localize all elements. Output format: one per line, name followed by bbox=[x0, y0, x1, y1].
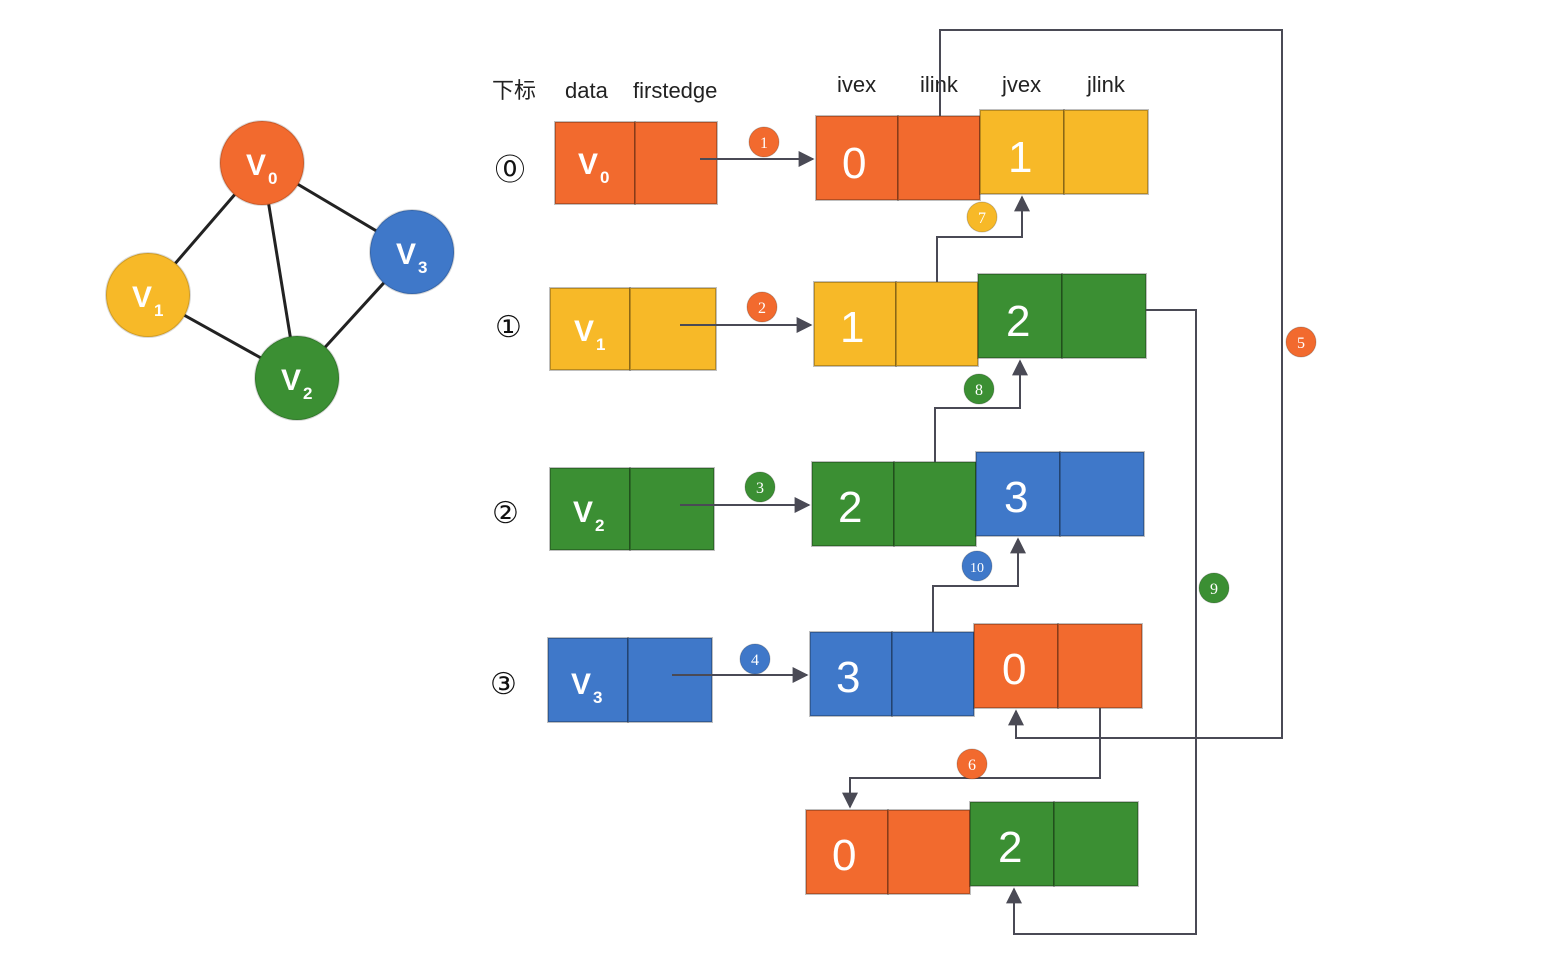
step-badge-2: 2 bbox=[746, 291, 778, 323]
edge-node-4: 0 2 bbox=[805, 801, 1139, 895]
link-arrow-5 bbox=[939, 29, 1283, 739]
jvex-value: 3 bbox=[1004, 473, 1028, 522]
link-arrow-8 bbox=[934, 359, 1028, 462]
svg-text:3: 3 bbox=[593, 688, 602, 707]
step-badge-8: 8 bbox=[963, 373, 995, 405]
header-data: data bbox=[565, 78, 609, 103]
graph-vertex-v3: V 3 bbox=[369, 209, 455, 295]
ivex-value: 3 bbox=[836, 653, 860, 702]
svg-text:7: 7 bbox=[978, 210, 986, 227]
header-ivex: ivex bbox=[837, 72, 876, 97]
svg-text:2: 2 bbox=[303, 384, 312, 403]
svg-text:3: 3 bbox=[418, 258, 427, 277]
svg-text:0: 0 bbox=[600, 168, 609, 187]
row-index: ① bbox=[495, 310, 522, 345]
graph-vertex-v0: V 0 bbox=[219, 120, 305, 206]
edge-node-2: 2 3 bbox=[811, 451, 1145, 547]
ivex-value: 0 bbox=[832, 831, 856, 880]
header-jvex: jvex bbox=[1001, 72, 1041, 97]
vertex-row-3: ③ V 3 bbox=[490, 637, 713, 723]
link-arrow-10 bbox=[932, 537, 1026, 632]
step-badge-4: 4 bbox=[739, 643, 771, 675]
svg-text:10: 10 bbox=[970, 561, 984, 576]
step-badge-9: 9 bbox=[1198, 572, 1230, 604]
svg-text:V: V bbox=[281, 364, 301, 397]
step-badge-5: 5 bbox=[1285, 326, 1317, 358]
svg-text:V: V bbox=[396, 238, 416, 271]
jvex-value: 1 bbox=[1008, 133, 1032, 182]
svg-text:V: V bbox=[246, 149, 266, 182]
link-arrow-7 bbox=[936, 195, 1030, 282]
row-index: ⓪ bbox=[495, 153, 525, 188]
svg-text:V: V bbox=[132, 281, 152, 314]
step-badge-6: 6 bbox=[956, 748, 988, 780]
graph-vertex-v2: V 2 bbox=[254, 335, 340, 421]
svg-text:6: 6 bbox=[968, 757, 976, 774]
vertex-table: ⓪ V 0 ① V 1 ② V 2 ③ V 3 bbox=[490, 121, 718, 723]
step-badges: 1 2 3 4 5 6 7 8 9 10 bbox=[739, 126, 1317, 780]
svg-text:2: 2 bbox=[758, 300, 766, 317]
header-jlink: jlink bbox=[1086, 72, 1126, 97]
row-index: ③ bbox=[490, 667, 517, 702]
svg-text:1: 1 bbox=[596, 335, 605, 354]
link-arrows bbox=[672, 29, 1283, 935]
step-badge-7: 7 bbox=[966, 201, 998, 233]
vertex-data-label: V bbox=[574, 315, 594, 348]
edge-node-3: 3 0 bbox=[809, 623, 1143, 717]
svg-text:5: 5 bbox=[1297, 335, 1305, 352]
edge-node-1: 1 2 bbox=[813, 273, 1147, 367]
ivex-value: 0 bbox=[842, 139, 866, 188]
svg-text:1: 1 bbox=[154, 301, 163, 320]
table-headers: 下标 data firstedge ivex ilink jvex jlink bbox=[492, 72, 1126, 103]
svg-text:0: 0 bbox=[268, 169, 277, 188]
row-index: ② bbox=[492, 496, 519, 531]
svg-text:9: 9 bbox=[1210, 581, 1218, 598]
header-index: 下标 bbox=[492, 78, 536, 103]
edge-node-0: 0 1 bbox=[815, 109, 1149, 201]
svg-text:3: 3 bbox=[756, 480, 764, 497]
svg-text:2: 2 bbox=[595, 516, 604, 535]
jvex-value: 2 bbox=[998, 823, 1022, 872]
graph: V 0 V 1 V 2 V 3 bbox=[105, 120, 455, 421]
vertex-row-0: ⓪ V 0 bbox=[495, 121, 718, 205]
vertex-row-2: ② V 2 bbox=[492, 467, 715, 551]
jvex-value: 0 bbox=[1002, 645, 1026, 694]
svg-text:8: 8 bbox=[975, 382, 983, 399]
vertex-row-1: ① V 1 bbox=[495, 287, 717, 371]
ivex-value: 2 bbox=[838, 483, 862, 532]
ivex-value: 1 bbox=[840, 303, 864, 352]
step-badge-1: 1 bbox=[748, 126, 780, 158]
step-badge-10: 10 bbox=[961, 550, 993, 582]
graph-vertex-v1: V 1 bbox=[105, 252, 191, 338]
header-firstedge: firstedge bbox=[633, 78, 717, 103]
step-badge-3: 3 bbox=[744, 471, 776, 503]
vertex-data-label: V bbox=[573, 496, 593, 529]
vertex-data-label: V bbox=[578, 148, 598, 181]
jvex-value: 2 bbox=[1006, 297, 1030, 346]
vertex-data-label: V bbox=[571, 668, 591, 701]
link-arrow-9 bbox=[1006, 309, 1197, 935]
svg-text:4: 4 bbox=[751, 652, 759, 669]
svg-text:1: 1 bbox=[760, 135, 768, 152]
